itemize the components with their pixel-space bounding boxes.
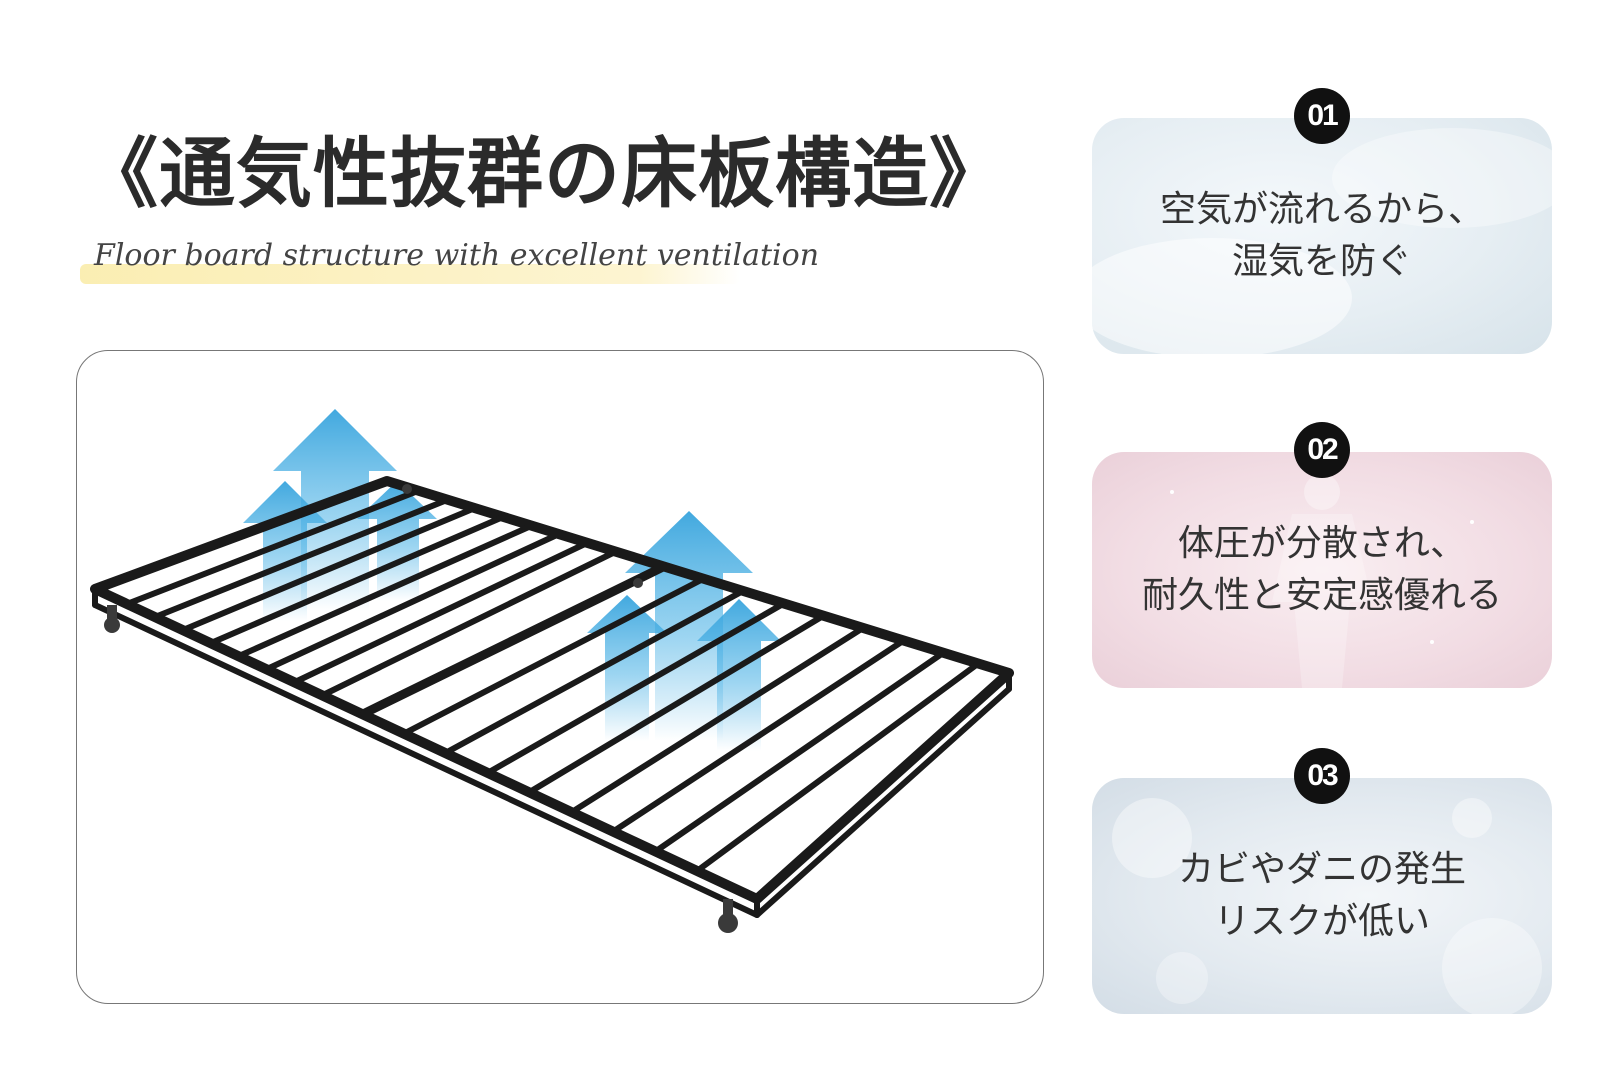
feature-card-1: 01 空気が流れるから、 湿気を防ぐ: [1092, 88, 1552, 358]
page-title: 《通気性抜群の床板構造》: [82, 129, 1006, 218]
product-image-frame: [76, 350, 1044, 1004]
feature-text-line: リスクが低い: [1213, 901, 1430, 942]
feature-number-badge: 01: [1294, 88, 1350, 144]
mist-background-icon: [1092, 128, 1552, 354]
feature-number-badge: 02: [1294, 422, 1350, 478]
feature-text-line: 耐久性と安定感優れる: [1141, 575, 1502, 616]
feature-text-line: 湿気を防ぐ: [1231, 241, 1412, 282]
subtitle: Floor board structure with excellent ven…: [94, 238, 820, 273]
human-silhouette-icon: [1170, 474, 1474, 688]
subtitle-block: Floor board structure with excellent ven…: [80, 232, 819, 292]
feature-text-line: 体圧が分散され、: [1177, 523, 1467, 564]
feature-card-body: カビやダニの発生 リスクが低い: [1092, 778, 1552, 1014]
feature-card-body: 空気が流れるから、 湿気を防ぐ: [1092, 118, 1552, 354]
bed-frame-illustration: [90, 409, 1014, 933]
mold-mite-background-icon: [1112, 798, 1542, 1014]
subtitle-highlight: [80, 264, 740, 284]
feature-number-badge: 03: [1294, 748, 1350, 804]
caster-wheels: [104, 484, 738, 933]
metal-bed-frame: [90, 476, 1014, 918]
feature-card-2: 02 体圧が分散され、 耐久性と安定感優れる: [1092, 422, 1552, 692]
feature-text-line: カビやダニの発生: [1177, 849, 1466, 890]
feature-text-line: 空気が流れるから、: [1159, 189, 1484, 230]
feature-card-body: 体圧が分散され、 耐久性と安定感優れる: [1092, 452, 1552, 688]
feature-card-3: 03 カビやダニの発生 リスクが低い: [1092, 748, 1552, 1018]
